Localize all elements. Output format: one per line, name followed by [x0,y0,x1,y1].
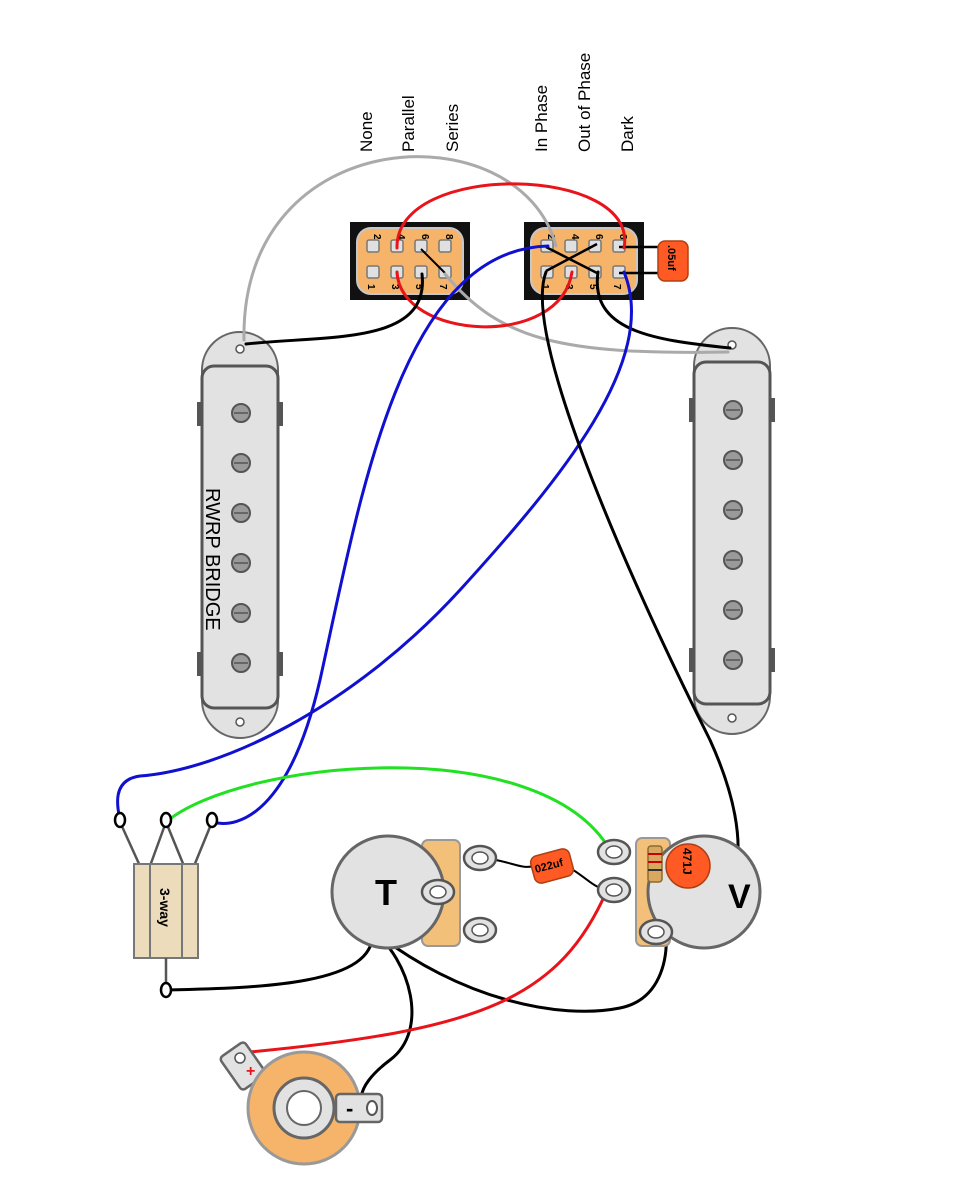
selector-label: 3-way [157,888,173,927]
gray-wire-neck [443,272,730,354]
pin-label: 5 [413,284,424,290]
blue-wire-b [116,270,633,822]
label-none: None [357,111,376,152]
black-wire-jack-ground [360,928,414,1110]
pin-label: 6 [593,234,604,240]
red-wire-bottom-loop [395,270,574,329]
selector-lug [159,981,173,999]
pin-label: 4 [395,234,406,240]
jack-minus-label: - [346,1096,353,1121]
pin-label: 8 [617,234,628,240]
label-series: Series [443,104,462,152]
selector-lug [113,811,127,829]
cap-treble-label: 471J [680,848,694,875]
selector-lug [205,811,219,829]
selector-lug [159,811,173,829]
pin-label: 7 [437,284,448,290]
switch-b-body [530,227,638,295]
label-out-of-phase: Out of Phase [575,53,594,152]
pin-label: 5 [587,284,598,290]
green-wire [164,766,612,852]
bridge-pickup-label: RWRP BRIDGE [201,488,223,631]
series-switch-labels: None Parallel Series [357,95,462,152]
pin-label: 1 [539,284,550,290]
bridge-pickup-cover [200,364,280,710]
neck-pickup [689,327,775,735]
pin-label: 3 [389,284,400,290]
black-wire-bridge [244,272,424,346]
tone-capacitor: 022uf [529,848,575,884]
phase-switch-labels: In Phase Out of Phase Dark [532,53,637,152]
jack-plus-label: + [246,1063,255,1080]
output-jack: + - [219,1041,384,1166]
treble-resistor [647,845,663,883]
blue-wire-a [210,244,550,826]
gray-wire-bridge [242,155,558,342]
volume-pot-label: V [728,878,751,916]
bridge-pickup: RWRP BRIDGE [197,331,283,739]
tone-pot-label: T [375,872,397,913]
volume-pot: V 471J [596,834,762,950]
dark-capacitor: .05uf [657,240,689,282]
pin-label: 8 [443,234,454,240]
cap-small-label: .05uf [665,245,677,271]
label-in-phase: In Phase [532,85,551,152]
black-wire-selector-out [164,928,374,992]
treble-capacitor [665,843,711,889]
neck-pickup-cover [692,360,772,706]
tone-pot: T [330,834,498,950]
series-parallel-switch: 2 4 6 8 1 3 5 7 [350,222,470,300]
pin-label: 1 [365,284,376,290]
pin-label: 6 [419,234,430,240]
label-parallel: Parallel [399,95,418,152]
switch-a-body [356,227,464,295]
black-wire-ground [370,928,668,1013]
red-wire-top-loop [395,182,627,250]
three-way-selector: 3-way [113,811,219,999]
pin-label: 4 [569,234,580,240]
label-dark: Dark [618,116,637,152]
pin-label: 2 [371,234,382,240]
red-wire-jack-hot [248,886,610,1054]
phase-switch: 2 4 6 8 1 3 5 7 [524,222,660,300]
pin-label: 7 [611,284,622,290]
pin-label: 2 [545,234,556,240]
